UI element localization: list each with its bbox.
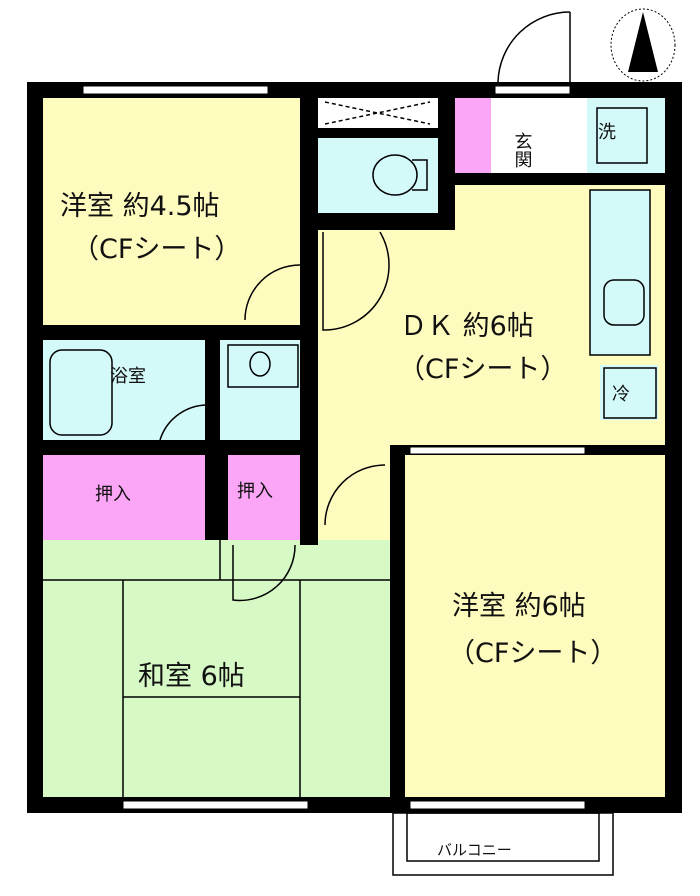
washer-label: 洗 [598, 122, 616, 143]
fridge-label: 冷 [612, 384, 630, 405]
entrance-shoe-closet [455, 98, 491, 173]
western-room-6 [405, 455, 665, 797]
washroom [220, 340, 300, 440]
western-room-6-sub: （CFシート） [448, 638, 617, 669]
bathroom [43, 340, 205, 440]
closet-small [228, 455, 300, 540]
entrance-label: 玄関 [512, 132, 533, 168]
western-room-45 [43, 98, 300, 326]
dk-hall [318, 230, 390, 545]
dk-label: ＤＫ 約6帖 [400, 311, 534, 342]
closet-small-label: 押入 [237, 481, 273, 502]
entrance-door [497, 11, 571, 83]
western-room-45-label: 洋室 約4.5帖 [60, 191, 220, 222]
dk-sub: （CFシート） [398, 354, 567, 385]
toilet-room [318, 138, 438, 213]
balcony-label: バルコニー [437, 841, 512, 859]
fridge-space [600, 365, 658, 420]
closet-large [43, 455, 211, 540]
western-room-45-sub: （CFシート） [72, 234, 241, 265]
bath-label: 浴室 [110, 366, 146, 387]
storage-shelf [318, 98, 438, 128]
western-room-6-label: 洋室 約6帖 [452, 591, 586, 622]
door-swings [159, 231, 390, 602]
japanese-room-label: 和室 6帖 [138, 661, 245, 692]
north-arrow-icon [610, 8, 676, 82]
entrance-area [495, 98, 580, 173]
japanese-room [43, 540, 390, 797]
washer-space [587, 98, 665, 173]
balcony [392, 812, 614, 876]
closet-large-label: 押入 [95, 484, 131, 505]
kitchen-counter [590, 190, 650, 355]
windows [82, 85, 586, 810]
